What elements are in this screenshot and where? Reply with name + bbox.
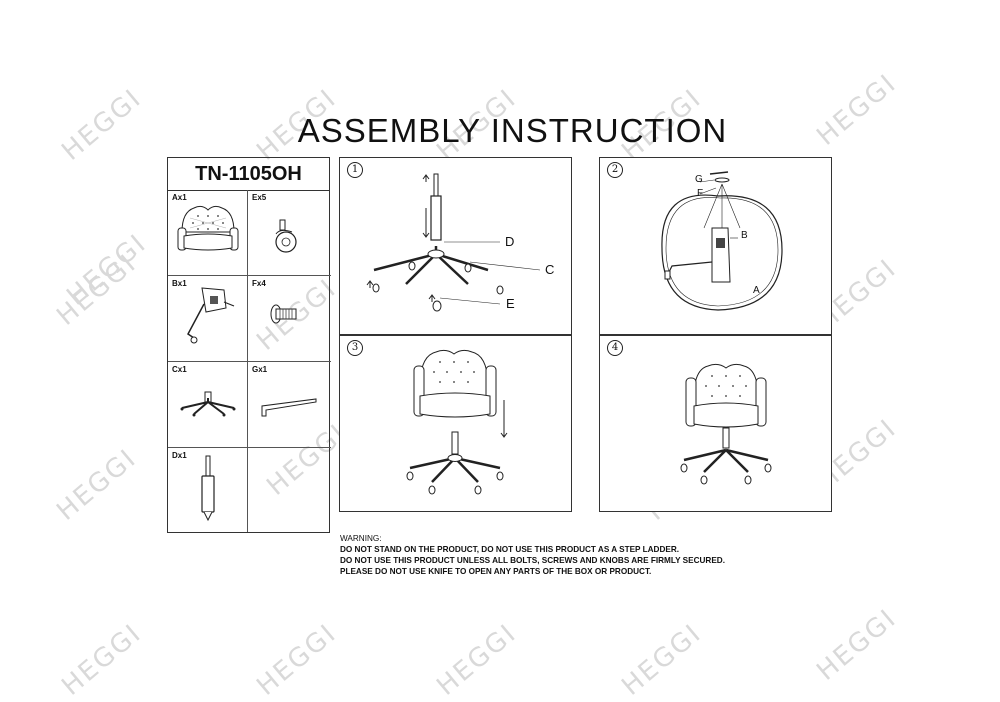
step-1-panel: 1 D C E <box>339 157 572 335</box>
heggi-watermark: HEGGI <box>251 618 343 702</box>
step-number: 3 <box>347 340 363 356</box>
heggi-watermark: HEGGI <box>51 443 143 527</box>
callout-d: D <box>505 234 515 249</box>
step-2-panel: 2 G F B A <box>599 157 832 335</box>
step-3-panel: 3 <box>339 335 572 512</box>
part-label: Fx4 <box>252 279 266 288</box>
seat-mechanism-icon <box>187 287 235 344</box>
callout-e: E <box>506 296 515 311</box>
heggi-watermark: HEGGI <box>431 618 523 702</box>
part-cell-b: Bx1 <box>168 276 248 362</box>
heggi-watermark: HEGGI <box>616 618 708 702</box>
heggi-watermark: HEGGI <box>811 603 903 687</box>
part-cell-empty <box>248 448 331 532</box>
warning-block: WARNING: DO NOT STAND ON THE PRODUCT, DO… <box>340 533 725 577</box>
part-label: Gx1 <box>252 365 268 374</box>
part-label: Bx1 <box>172 279 187 288</box>
part-cell-g: Gx1 <box>248 362 331 448</box>
caster-wheel-icon <box>275 219 297 253</box>
callout-g: G <box>695 174 703 185</box>
screw-icon <box>270 304 297 324</box>
callout-a: A <box>753 285 760 296</box>
heggi-watermark: HEGGI <box>56 618 148 702</box>
allen-key-icon <box>261 398 317 417</box>
document-title: ASSEMBLY INSTRUCTION <box>297 112 728 149</box>
step-number: 1 <box>347 162 363 178</box>
part-label: Dx1 <box>172 451 187 460</box>
warning-line: PLEASE DO NOT USE KNIFE TO OPEN ANY PART… <box>340 567 652 576</box>
step-4-illustration <box>680 363 772 485</box>
warning-line: DO NOT STAND ON THE PRODUCT, DO NOT USE … <box>340 545 680 554</box>
warning-line: DO NOT USE THIS PRODUCT UNLESS ALL BOLTS… <box>340 556 725 565</box>
model-number: TN-1105OH <box>168 158 329 191</box>
part-cell-a: Ax1 <box>168 190 248 276</box>
step-1-illustration <box>366 173 541 312</box>
gas-cylinder-icon <box>201 455 215 522</box>
part-label: Ex5 <box>252 193 267 202</box>
part-cell-e: Ex5 <box>248 190 331 276</box>
step-number: 4 <box>607 340 623 356</box>
parts-list: TN-1105OH Ax1 Ex5 Bx1 <box>167 157 331 533</box>
callout-c: C <box>545 262 555 277</box>
step-number: 2 <box>607 162 623 178</box>
part-label: Ax1 <box>172 193 187 202</box>
step-2-illustration <box>661 171 783 311</box>
chair-seat-icon <box>177 205 239 251</box>
heggi-watermark: HEGGI <box>61 228 153 312</box>
part-cell-f: Fx4 <box>248 276 331 362</box>
callout-f: F <box>697 188 704 199</box>
callout-b: B <box>741 230 748 241</box>
step-4-panel: 4 <box>599 335 832 512</box>
star-base-icon <box>180 391 236 417</box>
part-cell-c: Cx1 <box>168 362 248 448</box>
step-3-illustration <box>406 349 508 495</box>
part-cell-d: Dx1 <box>168 448 248 532</box>
heggi-watermark: HEGGI <box>51 248 143 332</box>
warning-heading: WARNING: <box>340 534 382 543</box>
part-label: Cx1 <box>172 365 187 374</box>
